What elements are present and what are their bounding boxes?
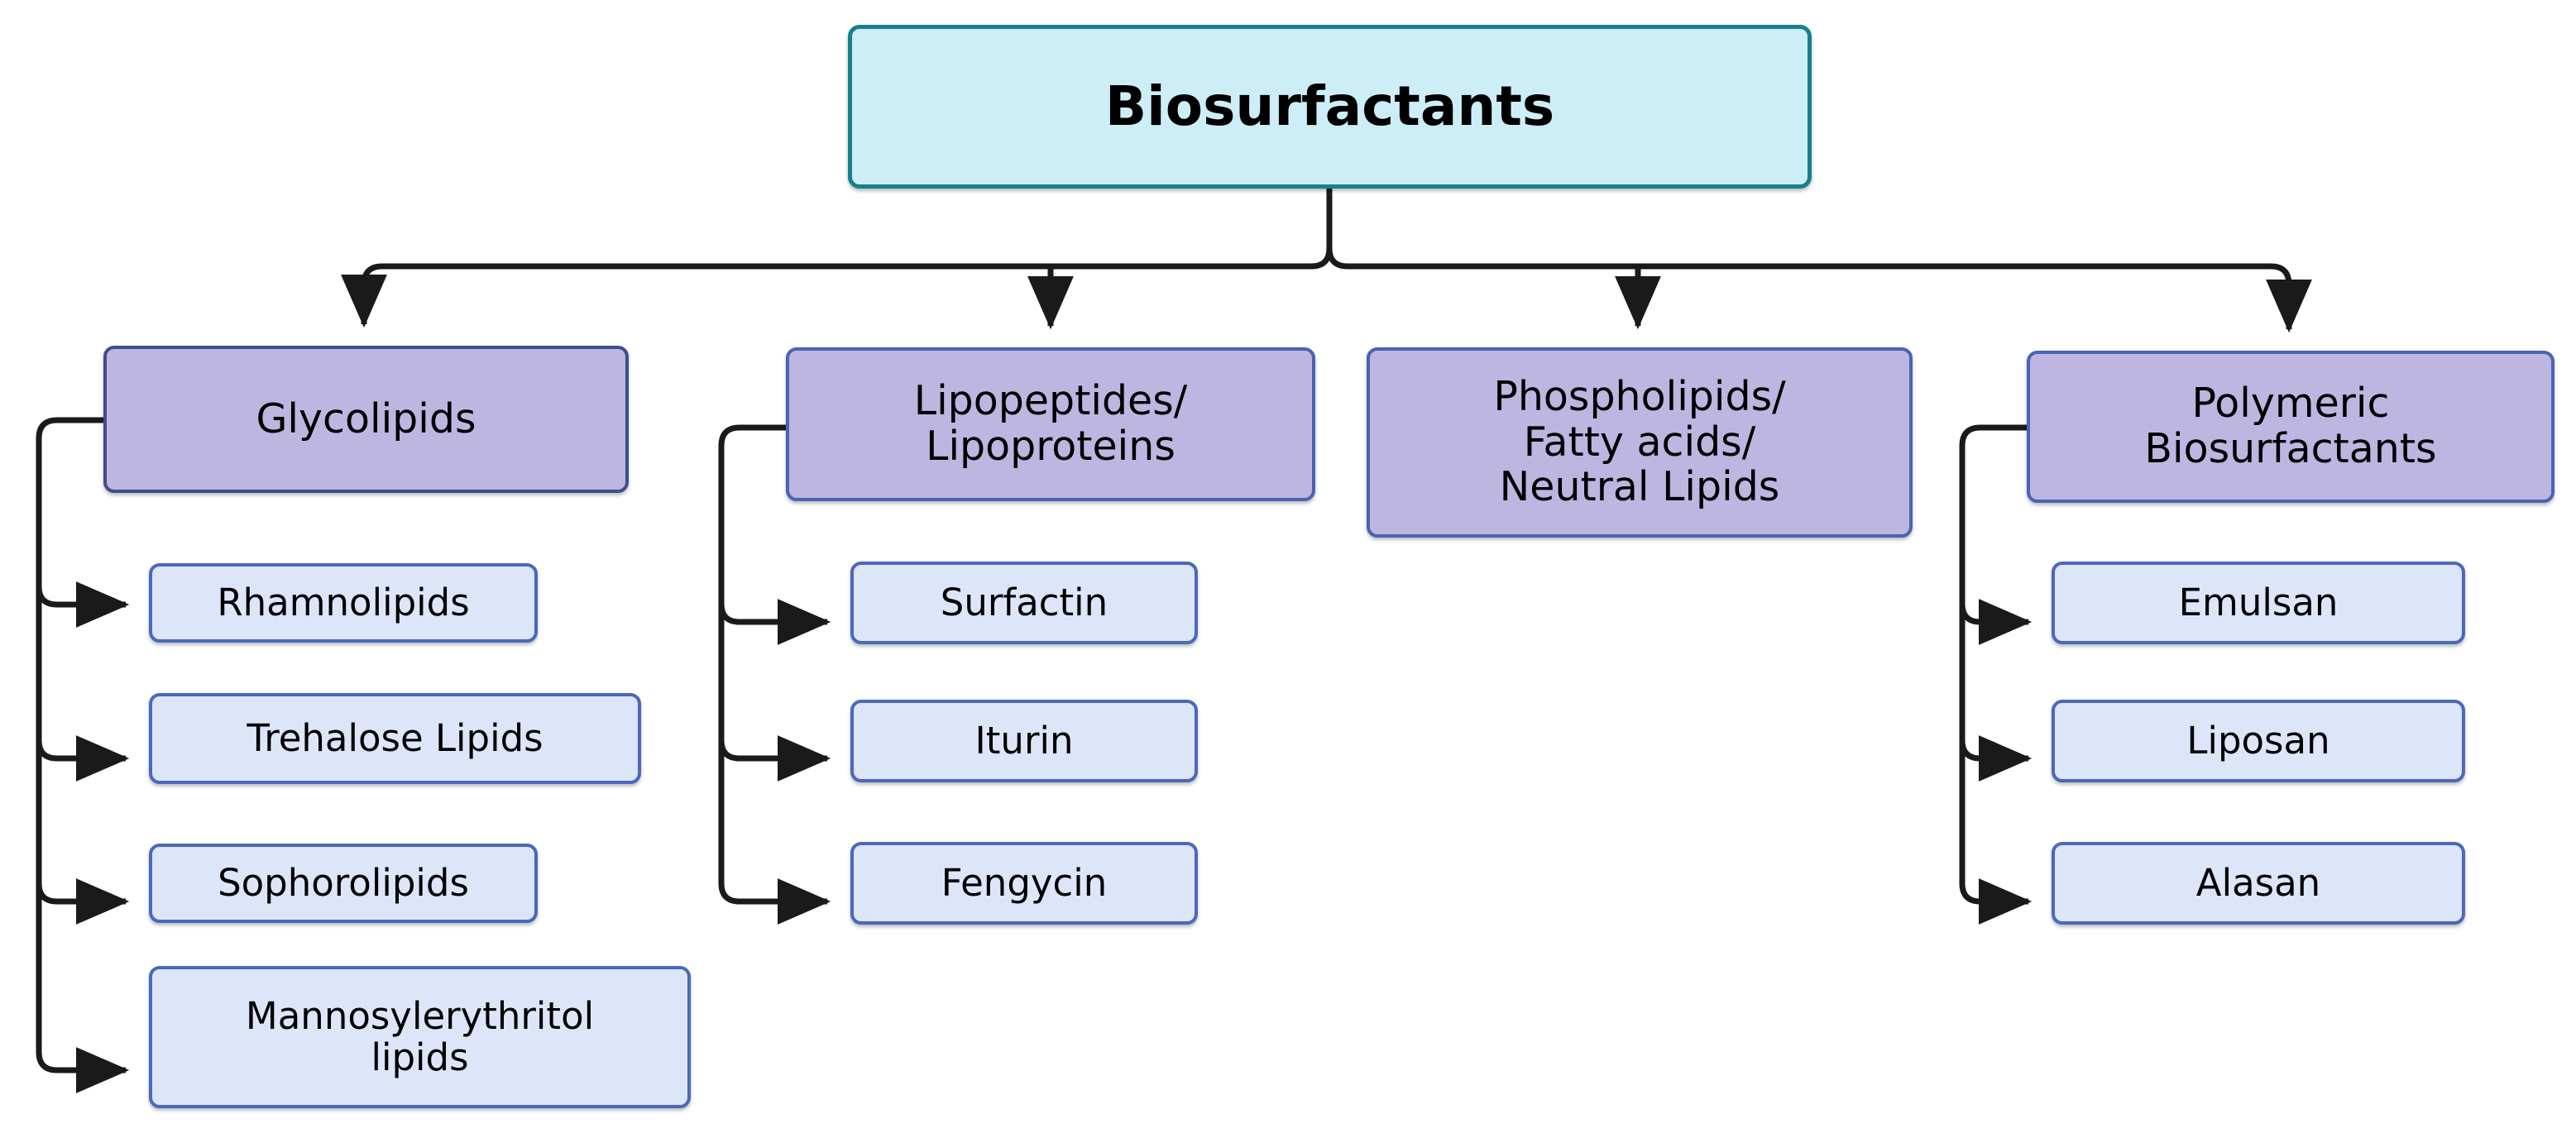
node-category-phospholipids-fatty-acids-neutral-lipids[interactable]: Phospholipids/ Fatty acids/ Neutral Lipi… (1367, 347, 1913, 538)
node-leaf-rhamnolipids[interactable]: Rhamnolipids (149, 563, 538, 643)
edge-root-to-glycolipids (341, 263, 387, 328)
node-category-polymeric-biosurfactants[interactable]: Polymeric Biosurfactants (2027, 351, 2554, 503)
node-category-lipopeptides-lipoproteins[interactable]: Lipopeptides/ Lipoproteins (786, 347, 1315, 501)
edge-polymeric-to-emulsan (1959, 599, 2033, 645)
edge-root-stem (1310, 189, 1333, 270)
edge-root-to-polymeric (2266, 263, 2312, 333)
node-root-biosurfactants[interactable]: Biosurfactants (848, 25, 1812, 189)
node-leaf-mannosylerythritol-lipids[interactable]: Mannosylerythritol lipids (149, 966, 691, 1108)
node-leaf-alasan[interactable]: Alasan (2052, 842, 2465, 925)
node-leaf-surfactin[interactable]: Surfactin (850, 562, 1198, 644)
node-leaf-iturin[interactable]: Iturin (850, 700, 1198, 782)
node-category-glycolipids[interactable]: Glycolipids (103, 346, 629, 493)
node-leaf-sophorolipids[interactable]: Sophorolipids (149, 844, 538, 923)
edge-glycolipids-to-trehalose (36, 735, 130, 782)
edge-polymeric-to-liposan (1959, 735, 2033, 782)
node-leaf-liposan[interactable]: Liposan (2052, 700, 2465, 782)
edge-glycolipids-to-sophorolipids (36, 878, 130, 925)
node-leaf-emulsan[interactable]: Emulsan (2052, 562, 2465, 644)
edge-root-stem-right (1326, 247, 1348, 270)
node-leaf-trehalose-lipids[interactable]: Trehalose Lipids (149, 693, 641, 784)
edge-lipopeptides-to-iturin (718, 735, 831, 782)
edge-glycolipids-to-rhamnolipids (36, 581, 130, 628)
edge-lipopeptides-to-surfactin (718, 599, 831, 645)
node-leaf-fengycin[interactable]: Fengycin (850, 842, 1198, 925)
edge-glycolipids-trunk (36, 417, 130, 1093)
edge-polymeric-trunk (1959, 424, 2033, 925)
